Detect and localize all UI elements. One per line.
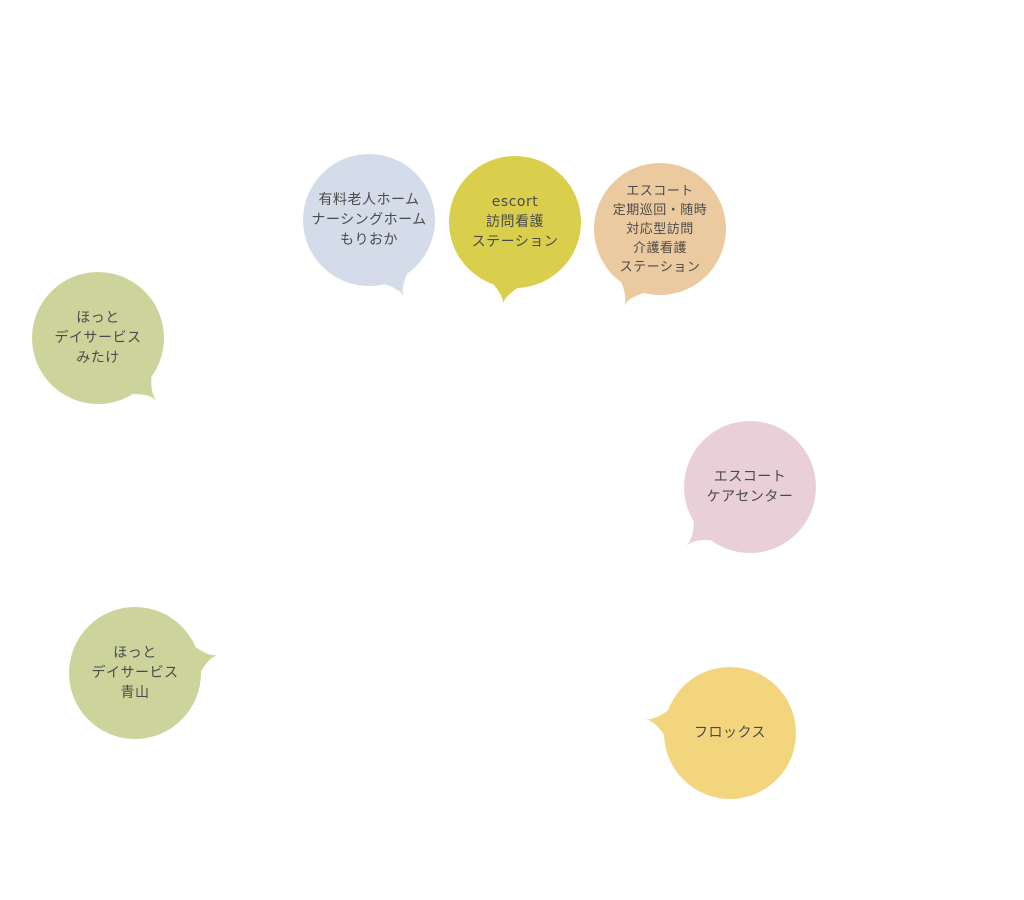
- bubble-label-line: 対応型訪問: [626, 221, 694, 237]
- bubble-hotto-mitake[interactable]: ほっとデイサービスみたけ: [0, 238, 198, 438]
- bubble-label-line: ケアセンター: [706, 489, 794, 505]
- bubble-label-line: エスコート: [713, 469, 787, 485]
- bubble-circle: [684, 421, 816, 553]
- speech-bubble-shape: [449, 156, 581, 304]
- bubble-label: ほっとデイサービスみたけ: [28, 268, 168, 408]
- bubble-escort-houmon[interactable]: escort 訪問看護ステーション: [415, 122, 615, 322]
- bubble-label-line: フロックス: [693, 725, 767, 741]
- bubble-label-line: みたけ: [76, 350, 120, 366]
- bubble-hotto-aoyama[interactable]: ほっとデイサービス青山: [35, 573, 235, 773]
- bubble-label-line: ナーシングホーム: [311, 212, 427, 228]
- bubble-label-line: ほっと: [76, 310, 120, 326]
- bubble-label-line: ほっと: [113, 645, 157, 661]
- bubble-phlox[interactable]: フロックス: [630, 633, 830, 833]
- speech-bubble-shape: [594, 163, 726, 306]
- bubble-circle: [664, 667, 796, 799]
- bubble-label: エスコート定期巡回・随時対応型訪問介護看護ステーション: [590, 159, 730, 299]
- bubble-label-line: デイサービス: [54, 330, 142, 346]
- speech-bubble-shape: [32, 272, 164, 404]
- bubble-escort-teiki[interactable]: エスコート定期巡回・随時対応型訪問介護看護ステーション: [560, 129, 760, 329]
- bubble-label-line: 有料老人ホーム: [318, 192, 420, 208]
- bubble-circle: [449, 156, 581, 288]
- bubble-label-line: エスコート: [626, 183, 694, 199]
- bubble-escort-care[interactable]: エスコートケアセンター: [650, 387, 850, 587]
- bubble-label-line: 定期巡回・随時: [612, 202, 708, 218]
- bubble-label-line: ステーション: [619, 259, 701, 275]
- bubble-label-line: 訪問看護: [486, 214, 544, 230]
- bubble-circle: [32, 272, 164, 404]
- bubble-circle: [303, 154, 435, 286]
- bubble-label-line: 青山: [120, 685, 150, 701]
- bubble-label: フロックス: [660, 663, 800, 803]
- bubble-label: 有料老人ホームナーシングホームもりおか: [299, 150, 439, 290]
- bubble-label: エスコートケアセンター: [680, 417, 820, 557]
- bubble-label-line: もりおか: [340, 232, 398, 248]
- bubble-label-line: 介護看護: [632, 240, 687, 256]
- bubble-moriokа[interactable]: 有料老人ホームナーシングホームもりおか: [269, 120, 469, 320]
- bubble-circle: [594, 163, 726, 295]
- speech-bubble-shape: [303, 154, 435, 297]
- bubble-label: escort 訪問看護ステーション: [445, 152, 585, 292]
- speech-bubble-shape: [684, 421, 816, 553]
- bubble-label: ほっとデイサービス青山: [65, 603, 205, 743]
- bubble-label-line: escort: [491, 194, 539, 210]
- speech-bubble-shape: [645, 667, 796, 799]
- bubble-label-line: デイサービス: [91, 665, 179, 681]
- bubble-circle: [69, 607, 201, 739]
- speech-bubble-shape: [69, 607, 218, 739]
- bubble-label-line: ステーション: [471, 234, 559, 250]
